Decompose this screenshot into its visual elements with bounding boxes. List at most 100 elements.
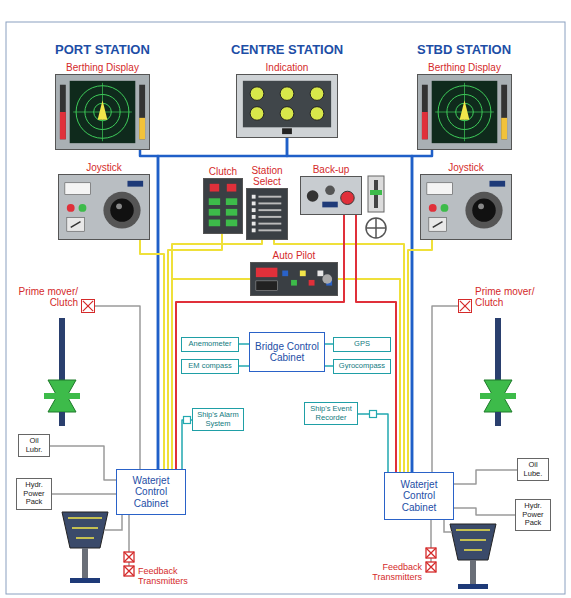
box-label: Bridge Control Cabinet [253,341,321,364]
panel-detail [139,85,145,140]
equipment-box: GPS [333,337,391,352]
drawing-part [70,578,100,583]
drawing-part [366,218,386,238]
box-label: Oil Lubr. [22,437,46,454]
panel-detail [251,263,337,295]
panel-detail [237,75,337,137]
port-shaft-pump [44,318,80,426]
drawing-part [495,412,501,426]
callout-label: Feedback Transmitters [358,562,422,582]
panel-detail [322,274,332,283]
box-label: Anemometer [189,340,232,349]
panel-detail [422,112,428,139]
panel-detail [256,281,277,290]
text-stack: EM compass [188,362,231,371]
drawing-part [480,393,516,399]
panel-detail [310,87,324,101]
box-label: Ship's Alarm System [196,411,240,428]
panel-heading: Berthing Display [428,62,501,73]
panel-detail [247,189,287,239]
panel-detail [256,268,277,277]
panel-detail [70,81,136,143]
drawing-part [124,552,134,562]
panel-detail [247,189,287,239]
wire-connector [432,306,458,472]
panel-detail [421,175,511,239]
panel-detail [341,191,355,204]
component-label: Prime mover/ Clutch [475,286,541,308]
panel-detail [421,175,511,239]
station-heading: PORT STATION [55,42,150,57]
wire-connector [454,508,515,515]
drawing-part [366,218,386,238]
drawing-part [426,562,436,572]
equipment-box: Hydr. Power Pack [515,499,551,531]
panel-detail [103,192,140,229]
port-waterjet-bucket [62,512,108,583]
panel-detail [56,75,149,149]
panel-detail [317,271,323,277]
equipment-box: Gyrocompass [333,359,391,374]
control-panel: Auto Pilot [250,262,338,296]
panel-detail [307,190,319,201]
text-stack: GPS [354,340,370,349]
panel-detail [301,177,361,214]
panel-detail [501,85,507,140]
drawing-part [62,512,108,548]
control-panel: Berthing Display [417,74,512,150]
text-stack: Bridge Control Cabinet [253,341,321,364]
panel-detail [429,204,437,212]
drawing-part [426,562,436,572]
equipment-box: EM compass [181,359,239,374]
equipment-box: Hydr. Power Pack [16,478,52,510]
equipment-box: Anemometer [181,337,239,352]
panel-detail [139,118,145,139]
box-label: Waterjet Control Cabinet [388,479,450,514]
panel-detail [226,220,237,227]
text-stack: Oil Lubr. [22,437,46,454]
steering-wheel [366,218,386,238]
stbd-waterjet-bucket [450,524,496,589]
panel-detail [209,198,220,205]
panel-detail [252,208,256,212]
box-label: Waterjet Control Cabinet [120,475,182,510]
panel-heading: Auto Pilot [273,250,316,261]
drawing-part [426,548,436,558]
panel-heading: Back-up [313,164,350,175]
text-stack: Hydr. Power Pack [20,481,48,507]
panel-detail [280,87,294,101]
drawing-part [426,548,436,558]
panel-detail [252,195,256,199]
box-label: Gyrocompass [339,362,385,371]
wire-connector [50,446,116,480]
text-stack: Ship's Event Recorder [308,405,354,422]
panel-detail [325,186,335,195]
panel-detail [71,222,81,228]
panel-detail [127,181,143,187]
callout-label: Feedback Transmitters [138,566,202,586]
wire-connector [239,365,249,367]
equipment-box: Bridge Control Cabinet [249,332,325,372]
panel-detail [460,100,470,119]
panel-detail [56,75,149,149]
box-label: Oil Lube. [521,461,545,478]
wire-connector [338,279,400,472]
panel-detail [252,228,256,232]
panel-detail [418,75,511,149]
control-panel: Clutch [203,178,243,234]
cross-mark [459,300,471,312]
interface-box [370,411,377,418]
panel-detail [282,271,288,277]
panel-heading: Indication [266,62,309,73]
panel-detail [501,118,507,139]
wire-connector [52,493,116,495]
text-stack: Waterjet Control Cabinet [388,479,450,514]
panel-detail [67,218,85,232]
wire-connector [358,414,388,472]
panel-detail [300,271,306,277]
wire-connector [95,306,140,469]
station-heading: CENTRE STATION [231,42,343,57]
text-stack: Ship's Alarm System [196,411,240,428]
interface-box [184,417,191,424]
drawing-part [59,412,65,426]
